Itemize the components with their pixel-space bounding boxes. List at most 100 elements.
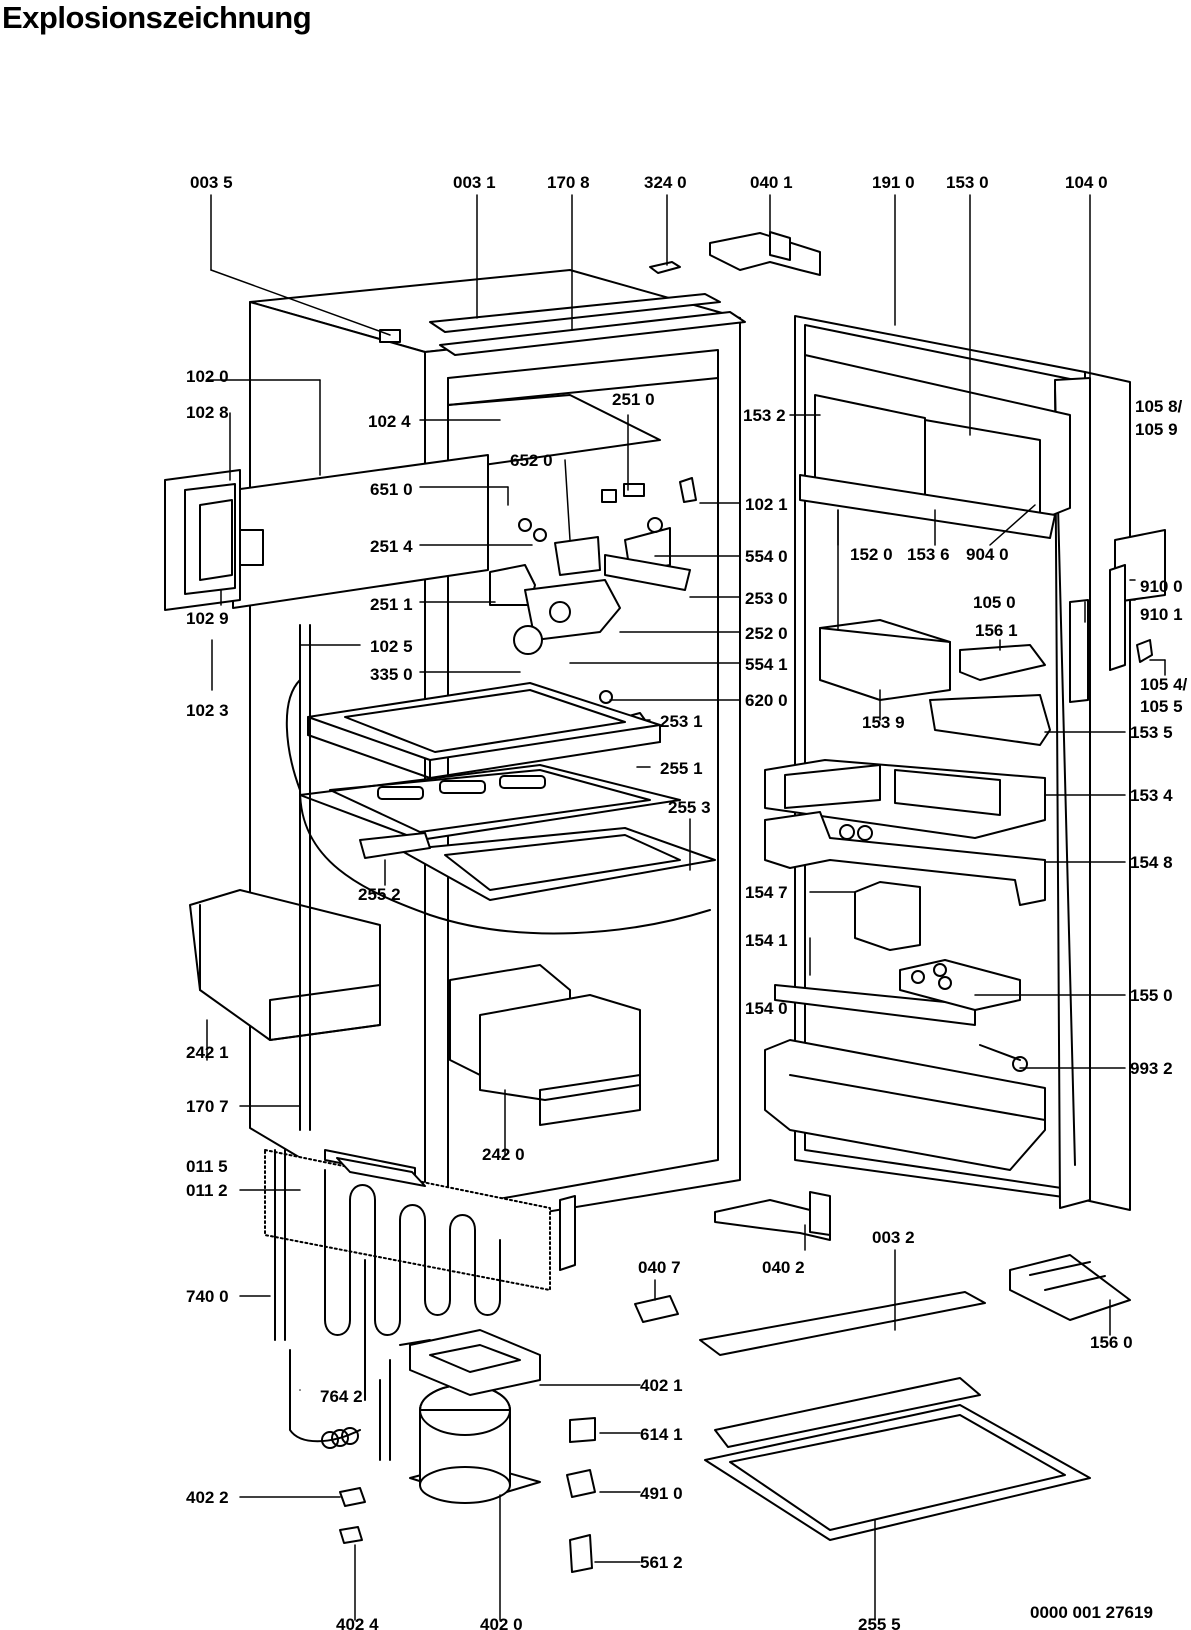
- label-652-0: 652 0: [510, 451, 553, 470]
- door-compartment-top: [799, 354, 1071, 539]
- label-153-5: 153 5: [1130, 723, 1173, 742]
- door-shelf-153-4: [764, 759, 1046, 839]
- bin-242-0: [449, 964, 641, 1126]
- page-title: Explosionszeichnung: [2, 0, 312, 35]
- glass-shelf-bottom: [704, 1377, 1091, 1541]
- label-402-0: 402 0: [480, 1615, 523, 1630]
- door-boxes: [819, 619, 1051, 746]
- label-324-0: 324 0: [644, 173, 687, 192]
- label-105-5: 105 5: [1140, 697, 1183, 716]
- label-105-9: 105 9: [1135, 420, 1178, 439]
- label-651-0: 651 0: [370, 480, 413, 499]
- label-152-0: 152 0: [850, 545, 893, 564]
- door-shelf-154-8: [764, 811, 1046, 906]
- label-910-0: 910 0: [1140, 577, 1183, 596]
- label-153-9: 153 9: [862, 713, 905, 732]
- label-040-7: 040 7: [638, 1258, 681, 1277]
- label-156-1: 156 1: [975, 621, 1018, 640]
- label-620-0: 620 0: [745, 691, 788, 710]
- bin-242-1: [189, 889, 381, 1041]
- label-252-0: 252 0: [745, 624, 788, 643]
- label-102-9: 102 9: [186, 609, 229, 628]
- label-251-4: 251 4: [370, 537, 413, 556]
- label-040-2: 040 2: [762, 1258, 805, 1277]
- label-910-1: 910 1: [1140, 605, 1183, 624]
- label-170-8: 170 8: [547, 173, 590, 192]
- label-740-0: 740 0: [186, 1287, 229, 1306]
- top-hinge: [709, 231, 821, 276]
- label-154-8: 154 8: [1130, 853, 1173, 872]
- part-324-0: [649, 261, 681, 274]
- label-153-0: 153 0: [946, 173, 989, 192]
- label-242-0: 242 0: [482, 1145, 525, 1164]
- label-255-3: 255 3: [668, 798, 711, 817]
- freezer-flap: [164, 454, 489, 611]
- label-105-0: 105 0: [973, 593, 1016, 612]
- door-parts-mid: [774, 881, 1028, 1072]
- door-shelf-154-0: [764, 1039, 1046, 1171]
- label-154-1: 154 1: [745, 931, 788, 950]
- label-764-2: 764 2: [320, 1387, 363, 1406]
- label-255-5: 255 5: [858, 1615, 901, 1630]
- label-554-0: 554 0: [745, 547, 788, 566]
- label-561-2: 561 2: [640, 1553, 683, 1572]
- label-102-4: 102 4: [368, 412, 411, 431]
- label-251-1: 251 1: [370, 595, 413, 614]
- label-402-1: 402 1: [640, 1376, 683, 1395]
- label-402-2: 402 2: [186, 1488, 229, 1507]
- label-335-0: 335 0: [370, 665, 413, 684]
- label-105-4: 105 4/: [1140, 675, 1188, 694]
- label-255-1: 255 1: [660, 759, 703, 778]
- label-003-1: 003 1: [453, 173, 496, 192]
- door-strip: [1069, 599, 1089, 703]
- label-102-5: 102 5: [370, 637, 413, 656]
- label-993-2: 993 2: [1130, 1059, 1173, 1078]
- bottom-hinge: [714, 1191, 831, 1241]
- part-labels: 003 5 003 1 170 8 324 0 040 1 191 0 153 …: [186, 173, 1188, 1630]
- part-105-4: [1136, 639, 1153, 663]
- ice-tray: [1009, 1254, 1131, 1321]
- plinth-strip: [699, 1291, 986, 1356]
- small-parts-bottom: [274, 1149, 679, 1573]
- label-040-1: 040 1: [750, 173, 793, 192]
- label-003-5: 003 5: [190, 173, 233, 192]
- label-154-0: 154 0: [745, 999, 788, 1018]
- label-011-5: 011 5: [186, 1157, 228, 1176]
- label-251-0: 251 0: [612, 390, 655, 409]
- compressor: [379, 1339, 541, 1504]
- label-105-8: 105 8/: [1135, 397, 1183, 416]
- label-102-0: 102 0: [186, 367, 229, 386]
- label-102-8: 102 8: [186, 403, 229, 422]
- label-242-1: 242 1: [186, 1043, 229, 1062]
- glass-shelf-lower: [359, 827, 716, 901]
- label-011-2: 011 2: [186, 1181, 228, 1200]
- label-402-4: 402 4: [336, 1615, 379, 1630]
- compressor-bracket: [409, 1329, 541, 1396]
- label-153-6: 153 6: [907, 545, 950, 564]
- glass-shelf-middle: [299, 764, 681, 841]
- label-255-2: 255 2: [358, 885, 401, 904]
- document-number: 0000 001 27619: [1030, 1603, 1153, 1622]
- leader-lines: [206, 194, 1166, 1621]
- cutaway-outline: [285, 679, 711, 935]
- label-904-0: 904 0: [966, 545, 1009, 564]
- label-191-0: 191 0: [872, 173, 915, 192]
- top-trim-strips: [429, 293, 746, 356]
- label-153-2: 153 2: [743, 406, 786, 425]
- label-154-7: 154 7: [745, 883, 788, 902]
- label-614-1: 614 1: [640, 1425, 683, 1444]
- label-253-0: 253 0: [745, 589, 788, 608]
- label-491-0: 491 0: [640, 1484, 683, 1503]
- label-102-1: 102 1: [745, 495, 788, 514]
- rail-910: [1109, 564, 1126, 671]
- label-156-0: 156 0: [1090, 1333, 1133, 1352]
- label-153-4: 153 4: [1130, 786, 1173, 805]
- label-155-0: 155 0: [1130, 986, 1173, 1005]
- glass-shelf-upper: [307, 682, 661, 779]
- label-170-7: 170 7: [186, 1097, 229, 1116]
- label-102-3: 102 3: [186, 701, 229, 720]
- control-parts: [489, 477, 697, 725]
- label-104-0: 104 0: [1065, 173, 1108, 192]
- label-554-1: 554 1: [745, 655, 788, 674]
